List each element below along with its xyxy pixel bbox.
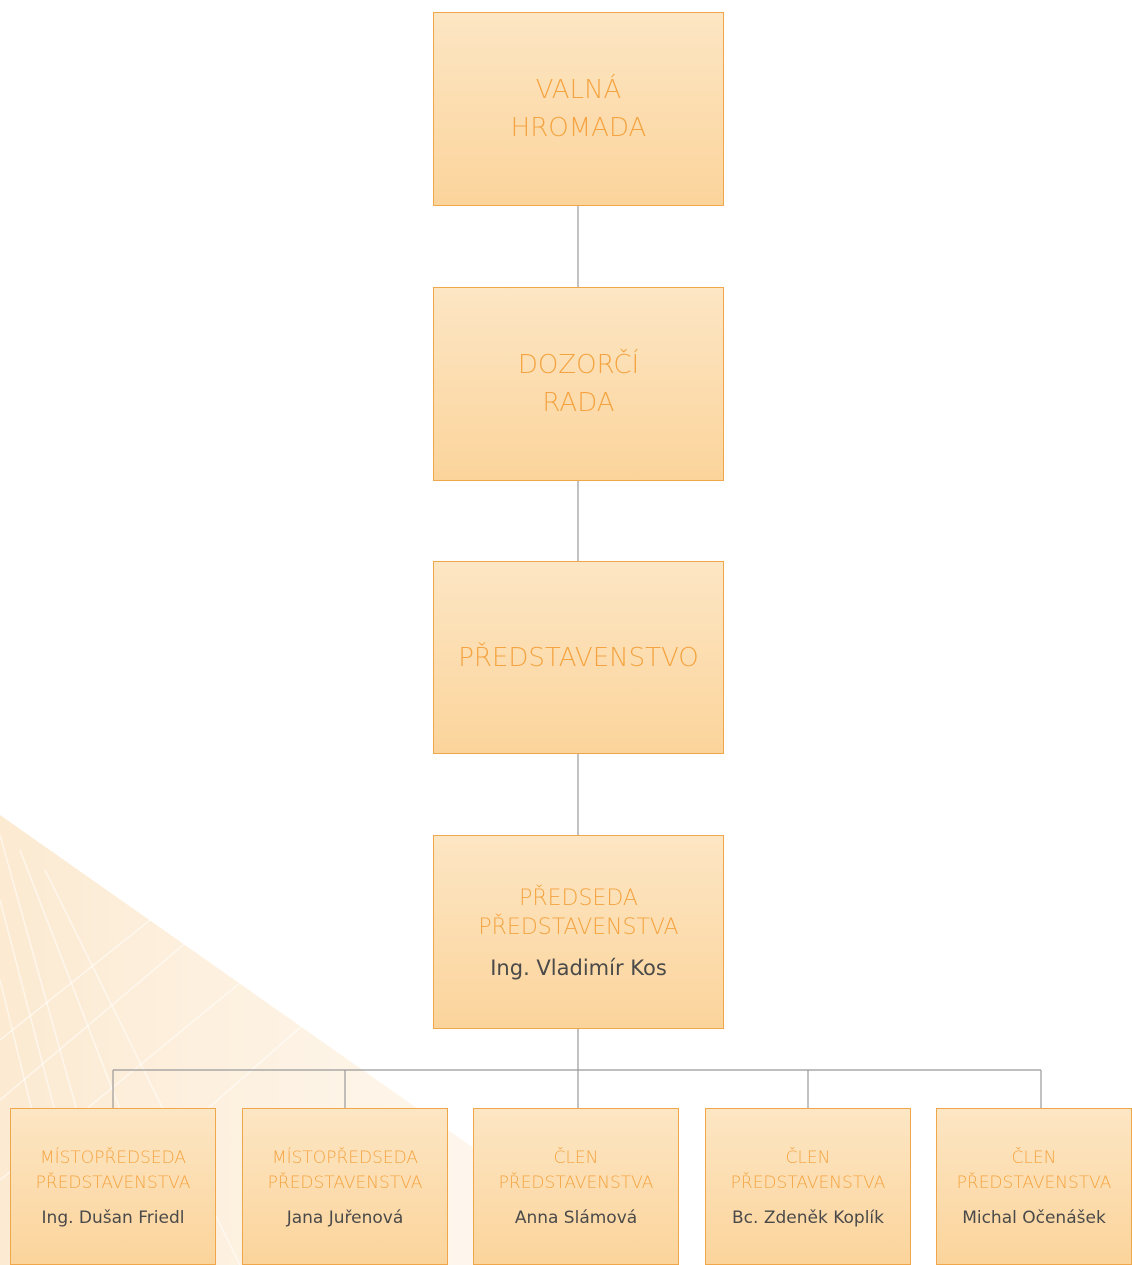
board-box: PŘEDSTAVENSTVO bbox=[433, 561, 724, 754]
member-box-4: ČLEN PŘEDSTAVENSTVA Bc. Zdeněk Koplík bbox=[705, 1108, 911, 1265]
member-4-title-line1: ČLEN bbox=[785, 1147, 831, 1168]
member-2-name: Jana Juřenová bbox=[286, 1207, 404, 1228]
supervisory-board-title-line2: RADA bbox=[542, 388, 615, 418]
member-3-title-line2: PŘEDSTAVENSTVA bbox=[498, 1172, 654, 1193]
member-2-title-line2: PŘEDSTAVENSTVA bbox=[267, 1172, 423, 1193]
general-meeting-box: VALNÁ HROMADA bbox=[433, 12, 724, 206]
member-3-name: Anna Slámová bbox=[514, 1207, 638, 1228]
member-1-title-line1: MÍSTOPŘEDSEDA bbox=[39, 1147, 187, 1168]
general-meeting-title-line1: VALNÁ bbox=[535, 75, 622, 105]
general-meeting-title-line2: HROMADA bbox=[510, 113, 647, 143]
member-box-3: ČLEN PŘEDSTAVENSTVA Anna Slámová bbox=[473, 1108, 679, 1265]
supervisory-board-box: DOZORČÍ RADA bbox=[433, 287, 724, 481]
member-2-title-line1: MÍSTOPŘEDSEDA bbox=[271, 1147, 419, 1168]
supervisory-board-title-line1: DOZORČÍ bbox=[517, 350, 640, 380]
member-1-title-line2: PŘEDSTAVENSTVA bbox=[35, 1172, 191, 1193]
chairman-title-line1: PŘEDSEDA bbox=[519, 886, 638, 911]
board-title: PŘEDSTAVENSTVO bbox=[458, 642, 699, 673]
chairman-name: Ing. Vladimír Kos bbox=[490, 956, 667, 980]
chairman-title-line2: PŘEDSTAVENSTVA bbox=[478, 915, 679, 940]
member-box-2: MÍSTOPŘEDSEDA PŘEDSTAVENSTVA Jana Juřeno… bbox=[242, 1108, 448, 1265]
member-box-1: MÍSTOPŘEDSEDA PŘEDSTAVENSTVA Ing. Dušan … bbox=[10, 1108, 216, 1265]
member-1-name: Ing. Dušan Friedl bbox=[41, 1207, 185, 1228]
member-box-5: ČLEN PŘEDSTAVENSTVA Michal Očenášek bbox=[936, 1108, 1132, 1265]
member-4-title-line2: PŘEDSTAVENSTVA bbox=[730, 1172, 886, 1193]
member-5-title-line2: PŘEDSTAVENSTVA bbox=[956, 1172, 1112, 1193]
member-3-title-line1: ČLEN bbox=[553, 1147, 599, 1168]
member-5-name: Michal Očenášek bbox=[962, 1207, 1106, 1228]
chairman-box: PŘEDSEDA PŘEDSTAVENSTVA Ing. Vladimír Ko… bbox=[433, 835, 724, 1029]
member-5-title-line1: ČLEN bbox=[1011, 1147, 1057, 1168]
member-4-name: Bc. Zdeněk Koplík bbox=[732, 1207, 884, 1228]
